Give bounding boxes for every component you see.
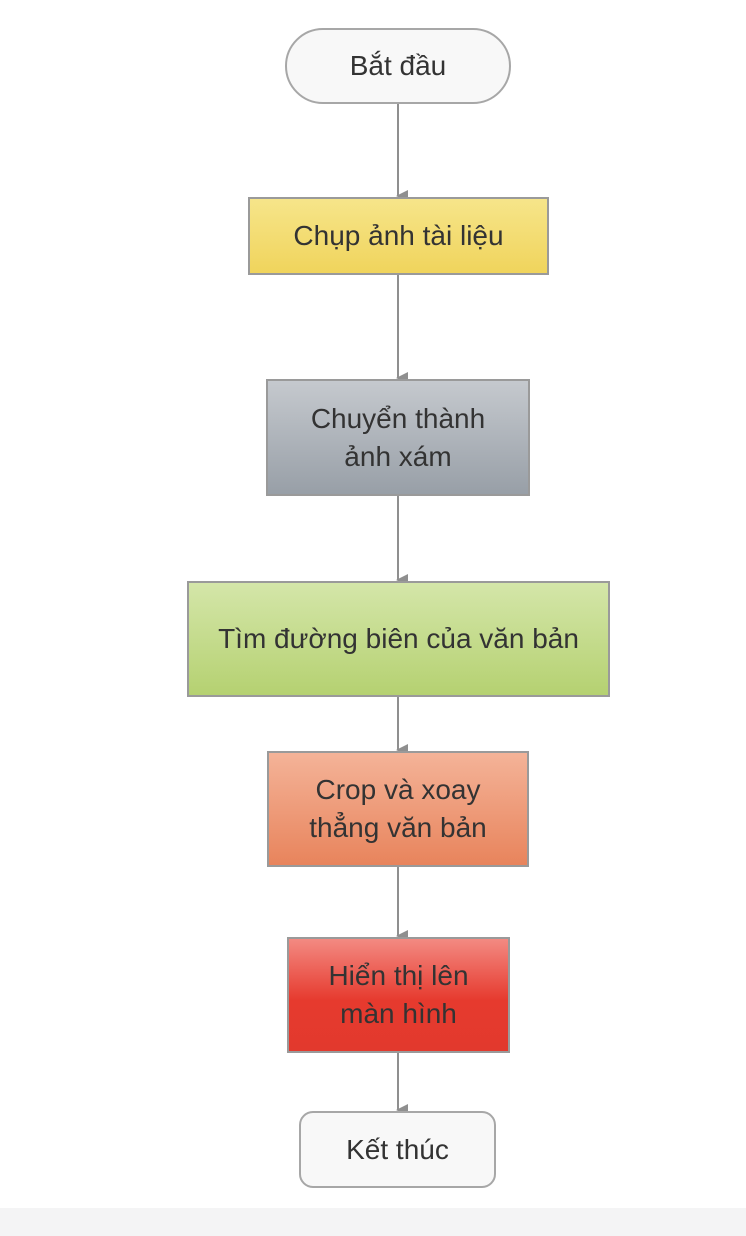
find-edges-step: Tìm đường biên của văn bản: [187, 581, 610, 697]
capture-document-step: Chụp ảnh tài liệu: [248, 197, 549, 275]
crop-rotate-label: Crop và xoay thẳng văn bản: [309, 774, 487, 843]
capture-document-label: Chụp ảnh tài liệu: [293, 220, 504, 251]
start-node-label: Bắt đầu: [349, 50, 447, 81]
start-node: Bắt đầu: [285, 28, 511, 104]
find-edges-label: Tìm đường biên của văn bản: [218, 623, 579, 654]
end-node: Kết thúc: [299, 1111, 496, 1188]
crop-rotate-step: Crop và xoay thẳng văn bản: [267, 751, 529, 867]
display-label: Hiển thị lên màn hình: [328, 960, 469, 1029]
grayscale-step: Chuyển thành ảnh xám: [266, 379, 530, 496]
display-step: Hiển thị lên màn hình: [287, 937, 510, 1053]
grayscale-label: Chuyển thành ảnh xám: [310, 402, 486, 472]
end-node-label: Kết thúc: [346, 1133, 449, 1165]
bottom-strip: [0, 1208, 746, 1236]
